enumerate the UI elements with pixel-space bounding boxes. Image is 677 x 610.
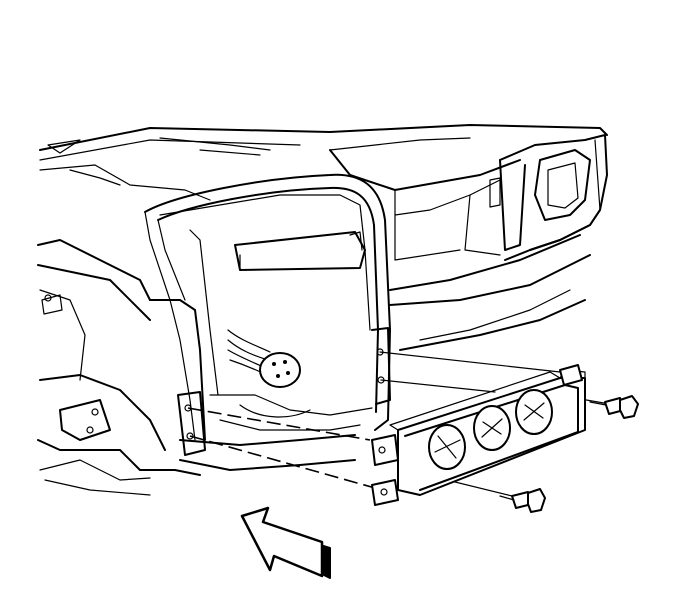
mounting-bolt-lower	[499, 488, 546, 513]
hvac-control-module	[371, 364, 586, 506]
knob-right	[515, 389, 553, 435]
direction-arrow-icon	[240, 506, 331, 579]
knob-left	[428, 424, 466, 470]
instrument-panel	[37, 124, 608, 496]
knob-center	[473, 405, 511, 451]
mounting-bolt-upper	[589, 395, 639, 419]
